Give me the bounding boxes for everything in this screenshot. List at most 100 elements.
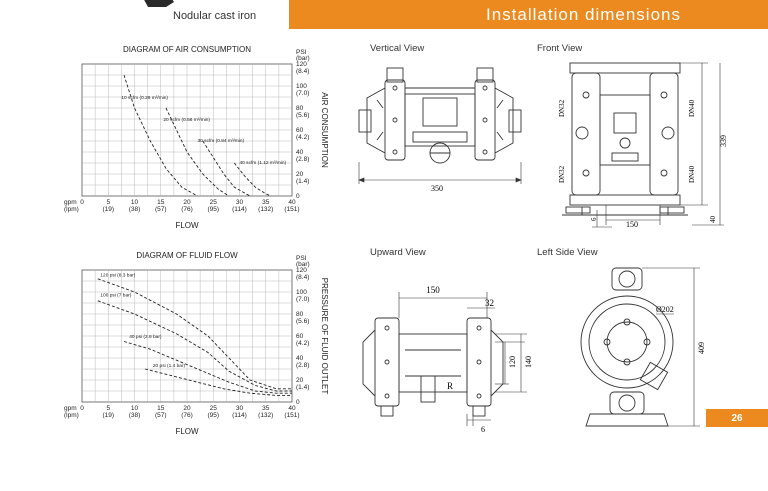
x-tick-secondary: (132) <box>258 206 273 213</box>
x-tick-secondary: (76) <box>181 206 193 213</box>
side-diameter-dim: Ø202 <box>656 305 674 314</box>
series-line <box>97 300 292 392</box>
y-axis-label: AIR CONSUMPTION <box>320 92 329 168</box>
y-unit-secondary: (bar) <box>296 55 310 62</box>
left-side-view-label: Left Side View <box>537 247 598 258</box>
x-tick-label: 30 <box>236 405 244 412</box>
series-line <box>123 74 198 197</box>
vertical-view-drawing: 350 <box>358 67 522 193</box>
x-tick-label: 40 <box>288 405 296 412</box>
y-tick-secondary: (1.4) <box>296 178 309 185</box>
y-unit-primary: PSI <box>296 255 307 262</box>
series-line <box>97 278 292 390</box>
x-unit-secondary: (lpm) <box>64 412 79 419</box>
y-tick-label: 100 <box>296 289 307 296</box>
x-tick-label: 0 <box>80 405 84 412</box>
vertical-width-dim: 350 <box>431 184 443 193</box>
y-tick-label: 60 <box>296 333 304 340</box>
x-tick-secondary: (151) <box>284 206 299 213</box>
x-tick-label: 35 <box>262 199 270 206</box>
series-label: 40 scfm (1.12 m³/min) <box>240 160 287 166</box>
x-tick-label: 15 <box>157 405 165 412</box>
x-tick-label: 10 <box>131 405 139 412</box>
upward-view-label: Upward View <box>370 247 426 258</box>
y-tick-label: 0 <box>296 193 300 200</box>
material-caption: Nodular cast iron <box>173 10 257 22</box>
x-tick-label: 0 <box>80 199 84 206</box>
upward-top-dim: 32 <box>485 298 494 308</box>
series-label: 10 scfm (0.28 m³/min) <box>121 95 168 101</box>
x-tick-secondary: (57) <box>155 206 167 213</box>
x-unit-secondary: (lpm) <box>64 206 79 213</box>
y-unit-secondary: (bar) <box>296 261 310 268</box>
series-label: 30 scfm (0.84 m³/min) <box>198 138 245 144</box>
front-dn-top-right: DN40 <box>688 99 696 117</box>
section-title: Installation dimensions <box>486 5 681 24</box>
y-tick-secondary: (8.4) <box>296 68 309 75</box>
page-number: 26 <box>706 409 768 427</box>
y-tick-label: 20 <box>296 171 304 178</box>
y-tick-secondary: (5.6) <box>296 318 309 325</box>
x-tick-secondary: (151) <box>284 412 299 419</box>
front-dn-bottom-left: DN32 <box>558 165 566 183</box>
series-label: 40 psi (2.8 bar) <box>129 334 162 340</box>
x-tick-secondary: (114) <box>232 206 247 213</box>
x-tick-label: 5 <box>106 405 110 412</box>
x-tick-secondary: (76) <box>181 412 193 419</box>
series-line <box>165 107 230 197</box>
y-unit-primary: PSI <box>296 49 307 56</box>
y-tick-secondary: (8.4) <box>296 274 309 281</box>
x-tick-secondary: (38) <box>129 206 141 213</box>
x-tick-secondary: (114) <box>232 412 247 419</box>
x-tick-secondary: (57) <box>155 412 167 419</box>
y-tick-secondary: (7.0) <box>296 90 309 97</box>
y-tick-label: 80 <box>296 105 304 112</box>
y-tick-secondary: (4.2) <box>296 340 309 347</box>
y-tick-label: 60 <box>296 127 304 134</box>
front-view-drawing: DN32 DN40 DN32 DN40 339 150 6 40 <box>558 62 728 229</box>
y-tick-label: 40 <box>296 149 304 156</box>
x-unit-primary: gpm <box>64 199 77 206</box>
series-label: 20 scfm (0.56 m³/min) <box>163 117 210 123</box>
series-line <box>123 341 292 394</box>
upward-bottom-dim: 6 <box>481 425 485 434</box>
series-label: 100 psi (7 bar) <box>100 292 131 298</box>
y-tick-secondary: (2.8) <box>296 156 309 163</box>
vertical-view-label: Vertical View <box>370 43 425 54</box>
x-axis-label: FLOW <box>175 221 199 230</box>
chart-title: DIAGRAM OF AIR CONSUMPTION <box>123 45 251 54</box>
y-tick-label: 80 <box>296 311 304 318</box>
x-tick-secondary: (19) <box>102 206 114 213</box>
side-height-dim: 409 <box>697 342 706 354</box>
y-tick-secondary: (7.0) <box>296 296 309 303</box>
upward-width-dim: 150 <box>426 285 440 295</box>
x-tick-label: 10 <box>131 199 139 206</box>
y-tick-secondary: (4.2) <box>296 134 309 141</box>
y-tick-secondary: (5.6) <box>296 112 309 119</box>
y-tick-label: 100 <box>296 83 307 90</box>
y-tick-label: 20 <box>296 377 304 384</box>
series-line <box>202 140 251 197</box>
x-unit-primary: gpm <box>64 405 77 412</box>
upward-view-drawing: 150 32 120 140 6 R <box>362 285 533 434</box>
product-thumbnail <box>144 0 174 7</box>
front-view-label: Front View <box>537 43 583 54</box>
y-tick-secondary: (1.4) <box>296 384 309 391</box>
y-tick-secondary: (2.8) <box>296 362 309 369</box>
y-tick-label: 120 <box>296 267 307 274</box>
y-tick-label: 40 <box>296 355 304 362</box>
header-bar <box>289 0 768 29</box>
y-tick-label: 0 <box>296 399 300 406</box>
x-tick-secondary: (95) <box>207 206 219 213</box>
x-tick-secondary: (95) <box>207 412 219 419</box>
x-tick-secondary: (38) <box>129 412 141 419</box>
x-axis-label: FLOW <box>175 427 199 436</box>
x-tick-label: 15 <box>157 199 165 206</box>
front-width-dim: 150 <box>626 220 638 229</box>
x-tick-label: 20 <box>183 405 191 412</box>
upward-h1-dim: 120 <box>508 356 517 368</box>
x-tick-label: 35 <box>262 405 270 412</box>
y-tick-label: 120 <box>296 61 307 68</box>
